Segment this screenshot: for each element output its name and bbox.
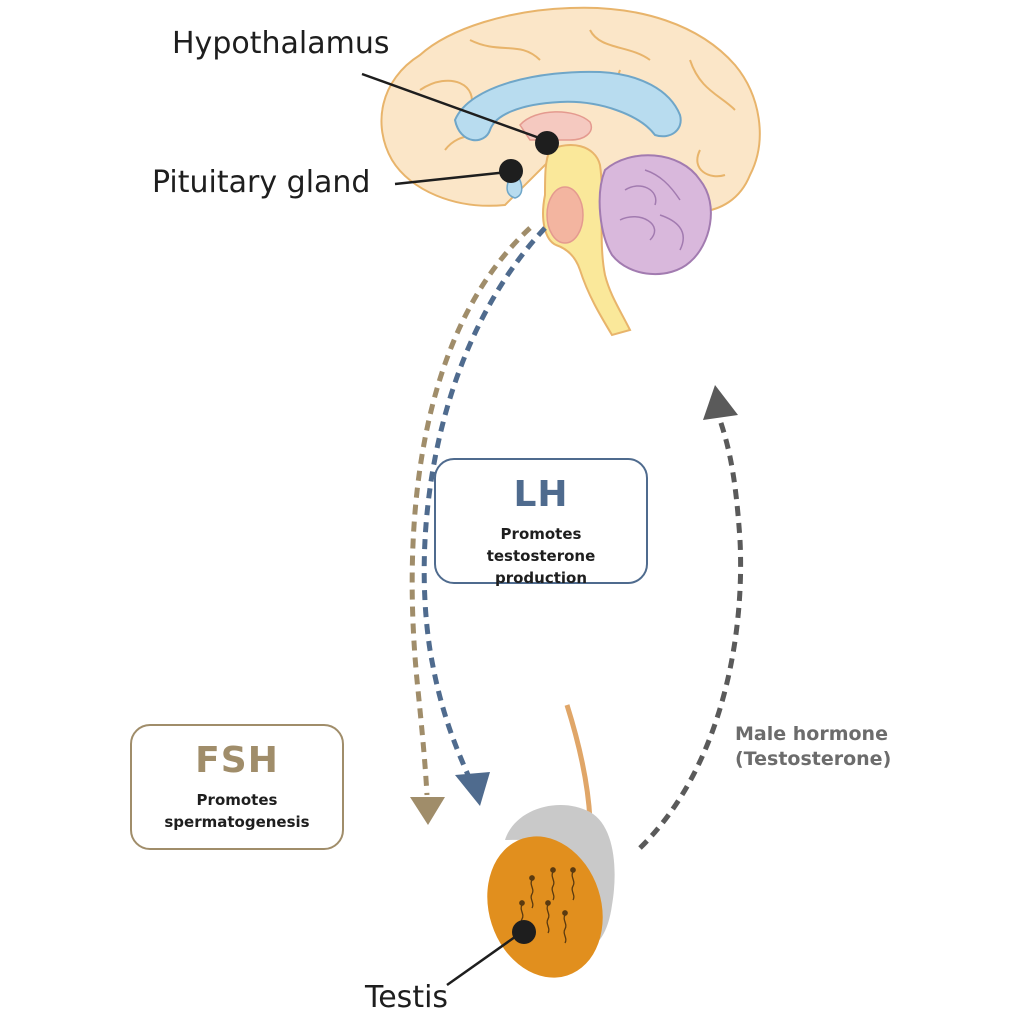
lh-arrow-path	[421, 226, 547, 776]
pituitary-dot	[499, 159, 523, 183]
testis-dot	[512, 920, 536, 944]
lh-arrowhead	[455, 772, 490, 806]
testis-illustration	[487, 704, 615, 978]
hypothalamus-pointer-line	[361, 72, 546, 142]
testosterone-arrowhead	[703, 385, 738, 420]
lh-box: LH Promotes testosterone production	[434, 458, 648, 587]
pituitary-pointer-line	[394, 170, 509, 186]
fsh-title: FSH	[195, 740, 279, 781]
cerebellum-folds	[619, 169, 684, 251]
lh-title: LH	[513, 474, 569, 515]
corpus-callosum	[453, 70, 682, 142]
fsh-arrow-path	[409, 226, 532, 796]
sperm-cells	[519, 867, 576, 944]
pituitary-label: Pituitary gland	[152, 165, 371, 200]
fsh-box: FSH Promotes spermatogenesis	[130, 724, 344, 850]
hypothalamus-dot	[535, 131, 559, 155]
cerebellum	[598, 154, 712, 275]
lh-description: Promotes testosterone production	[486, 525, 596, 587]
male-hormone-line1: Male hormone	[735, 723, 888, 745]
fsh-description: Promotes spermatogenesis	[164, 791, 310, 831]
spermatic-cord	[564, 704, 593, 821]
brain-illustration	[380, 6, 761, 337]
hypothalamus-label: Hypothalamus	[172, 26, 390, 61]
thalamus	[519, 111, 592, 141]
pons	[546, 186, 584, 244]
male-hormone-line2: (Testosterone)	[735, 748, 892, 770]
testosterone-arrow-path	[638, 419, 744, 850]
male-hormone-label: Male hormone (Testosterone)	[735, 722, 891, 772]
fsh-arrowhead	[410, 797, 445, 825]
testis-pointer-line	[446, 930, 523, 987]
testis-label: Testis	[365, 980, 449, 1015]
